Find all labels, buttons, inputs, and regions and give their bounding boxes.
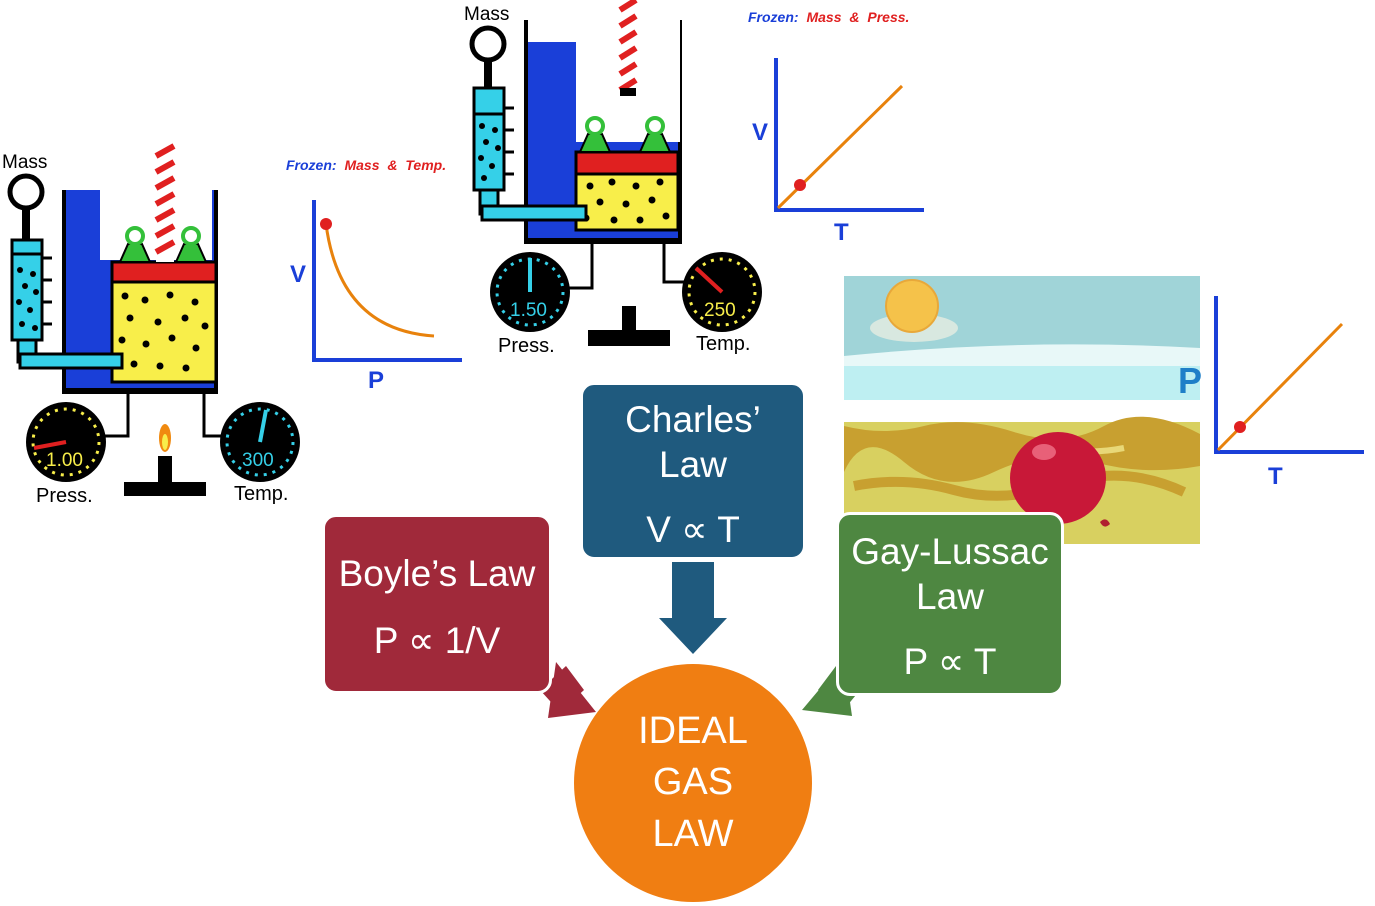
mass-label: Mass [464,4,509,25]
svg-text:Press.: Press. [36,485,93,507]
svg-text:1: 1 [250,355,261,376]
ideal-line2: GAS [652,761,734,804]
volume-ticks: 6 5 4 3 2 1 [250,226,261,376]
burner-icon [124,482,206,496]
boyle-simulation: Mass Vol. [2,143,462,507]
svg-text:3: 3 [712,151,723,172]
frozen-note: Frozen: Mass & Temp. [286,157,446,173]
gay-lussac-graph: T [1214,296,1364,490]
gay-lussac-graph-y-label: P [1178,360,1203,401]
charles-law-title-line1: Charles’ [625,399,761,440]
svg-text:Press.: Press. [498,335,555,357]
svg-text:V: V [290,261,306,288]
gay-lussac-law-title-line2: Law [916,576,984,618]
svg-text:6: 6 [712,75,723,96]
charles-law-box: Charles’ Law V ∝ T [580,382,806,560]
gay-lussac-law-box: Gay-Lussac Law P ∝ T [836,512,1064,696]
boyle-graph: V P [290,200,462,394]
boyle-law-formula: P ∝ 1/V [373,620,501,662]
svg-text:300: 300 [242,450,274,471]
charles-law-title-line2: Law [659,444,727,486]
vol-label: Vol. [686,49,719,71]
svg-text:Temp.: Temp. [234,483,288,505]
charles-law-formula: V ∝ T [646,509,740,551]
gay-lussac-law-formula: P ∝ T [903,641,997,683]
svg-text:1: 1 [712,203,723,224]
svg-text:T: T [1268,463,1283,490]
svg-text:5: 5 [712,99,723,120]
svg-text:5: 5 [250,250,261,271]
svg-text:V: V [752,119,768,146]
svg-text:1.00: 1.00 [46,450,83,471]
svg-text:6: 6 [250,226,261,247]
charles-graph: V T [752,58,924,246]
ideal-gas-law-circle: IDEAL GAS LAW [574,664,812,902]
stand-icon [588,330,670,346]
vol-label: Vol. [224,197,257,219]
svg-text:P: P [368,367,384,394]
svg-text:Temp.: Temp. [696,333,750,355]
boyle-arrow-tail [540,666,584,712]
volume-ticks: 6 5 4 3 2 1 [712,75,723,224]
svg-text:1.50: 1.50 [510,300,547,321]
boyle-law-box: Boyle’s Law P ∝ 1/V [322,514,552,694]
svg-text:250: 250 [704,300,736,321]
gay-lussac-law-title-line1: Gay-Lussac [851,531,1049,572]
charles-arrow [659,562,727,654]
svg-text:3: 3 [250,302,261,323]
svg-text:2: 2 [712,177,723,198]
svg-text:4: 4 [250,276,261,297]
svg-text:4: 4 [712,125,723,146]
frozen-note: Frozen: Mass & Press. [748,9,909,25]
ideal-line3: LAW [652,812,734,855]
svg-text:2: 2 [250,328,261,349]
sun-icon [885,279,939,333]
svg-text:T: T [834,219,849,246]
charles-simulation: Mass Vol. 6 5 4 [464,0,924,357]
boyle-law-title: Boyle’s Law [338,553,536,594]
ideal-line1: IDEAL [638,710,748,753]
mass-label: Mass [2,152,47,173]
gas-chamber [110,280,218,384]
